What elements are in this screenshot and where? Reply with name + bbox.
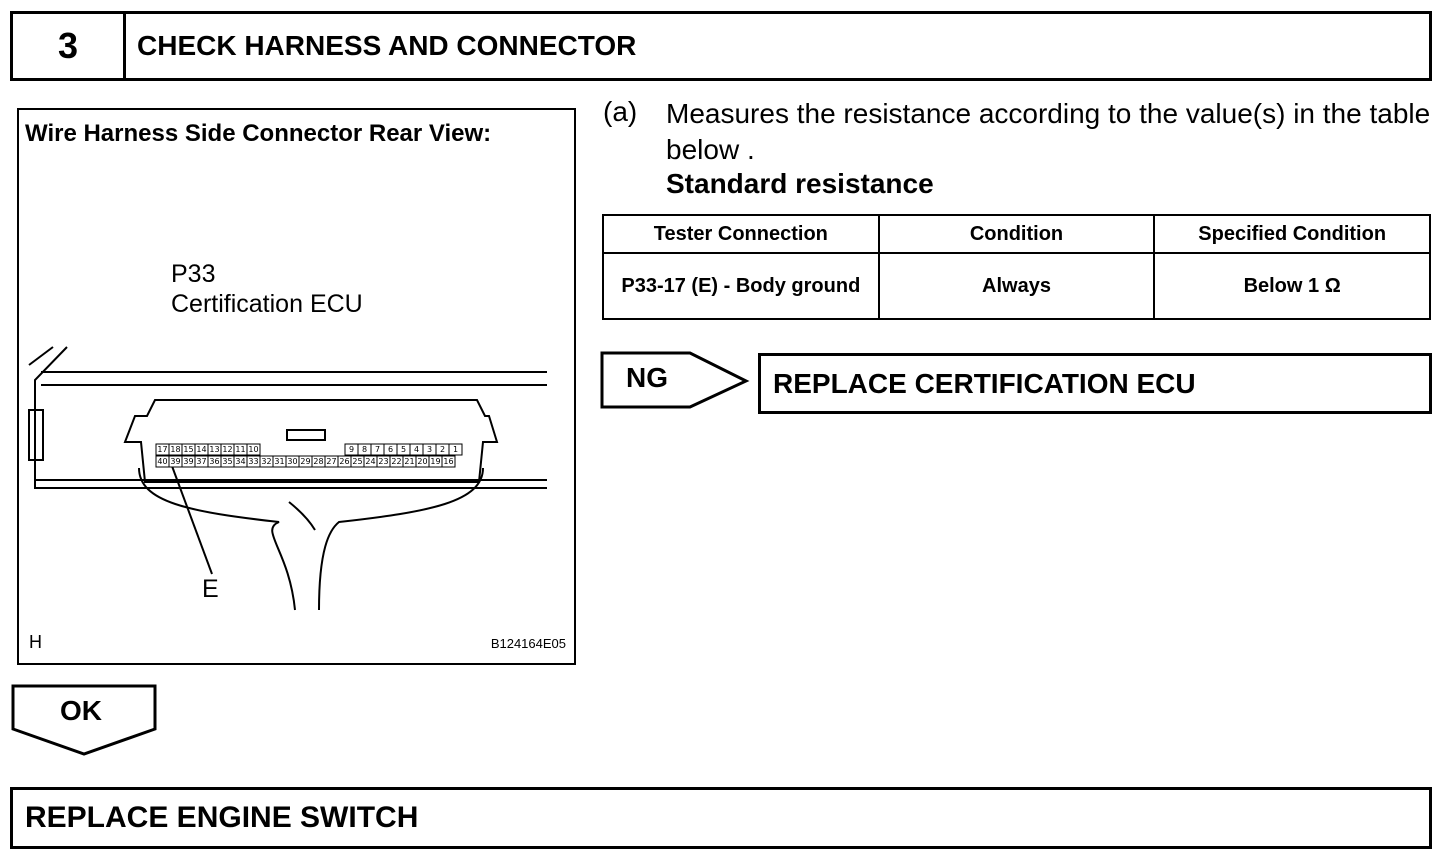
top-pin-label: 10 <box>248 445 258 454</box>
instruction-text: Measures the resistance according to the… <box>666 98 1431 165</box>
bottom-pin-label: 16 <box>443 457 453 466</box>
top-pin-label: 14 <box>196 445 206 454</box>
bottom-pin-label: 24 <box>365 457 375 466</box>
bottom-pin-label: 31 <box>274 457 284 466</box>
bottom-pin-label: 32 <box>261 457 271 466</box>
step-title: CHECK HARNESS AND CONNECTOR <box>137 30 637 61</box>
table-header-row: Tester Connection Condition Specified Co… <box>602 214 1431 254</box>
top-pin-label: 4 <box>414 445 419 454</box>
callout-leader <box>168 457 213 575</box>
bottom-pin-label: 27 <box>326 457 336 466</box>
bottom-pin-label: 20 <box>417 457 427 466</box>
resistance-table: Tester Connection Condition Specified Co… <box>602 214 1431 320</box>
instruction-letter: (a) <box>603 96 638 127</box>
top-pin-label: 5 <box>401 445 406 454</box>
connector-name: Certification ECU <box>171 290 363 318</box>
ng-result-box: REPLACE CERTIFICATION ECU <box>758 353 1432 414</box>
figure-corner-label: H <box>29 632 42 652</box>
figure-title: Wire Harness Side Connector Rear View: <box>25 120 492 147</box>
table-header-specified-condition: Specified Condition <box>1153 214 1431 254</box>
top-pin-label: 13 <box>209 445 219 454</box>
bottom-pin-label: 22 <box>391 457 401 466</box>
top-pin-label: 17 <box>157 445 167 454</box>
top-pin-label: 2 <box>440 445 445 454</box>
table-cell-specified-condition: Below 1 Ω <box>1153 252 1431 320</box>
bottom-pin-cell <box>441 455 456 468</box>
table-row: P33-17 (E) - Body ground Always Below 1 … <box>602 252 1431 320</box>
table-header-tester-connection: Tester Connection <box>602 214 880 254</box>
connector-body <box>123 399 499 483</box>
top-pin-label: 9 <box>349 445 354 454</box>
ok-result-text: REPLACE ENGINE SWITCH <box>25 801 419 834</box>
connector-code: P33 <box>171 260 216 288</box>
table-header-condition: Condition <box>877 214 1156 254</box>
top-pin-label: 7 <box>375 445 380 454</box>
bottom-pin-label: 33 <box>248 457 258 466</box>
step-number: 3 <box>13 14 126 78</box>
bottom-pin-label: 36 <box>209 457 219 466</box>
ng-arrow-icon <box>600 351 750 409</box>
top-pin-cell <box>448 443 463 456</box>
table-cell-condition: Always <box>877 252 1156 320</box>
top-pin-label: 18 <box>170 445 180 454</box>
bottom-pin-label: 40 <box>157 457 167 466</box>
top-pin-label: 12 <box>222 445 232 454</box>
bottom-pin-label: 21 <box>404 457 414 466</box>
harness-right <box>318 467 484 611</box>
top-pin-label: 3 <box>427 445 432 454</box>
callout-label: E <box>202 575 219 603</box>
figure-id: B124164E05 <box>490 636 566 651</box>
top-pin-label: 1 <box>453 445 458 454</box>
ng-label: NG <box>626 362 668 393</box>
top-pin-label: 11 <box>235 445 245 454</box>
bottom-pin-label: 28 <box>313 457 323 466</box>
ecu-housing-outline <box>34 346 547 489</box>
bottom-pin-label: 39 <box>183 457 193 466</box>
bottom-pin-label: 30 <box>287 457 297 466</box>
bottom-pin-label: 26 <box>339 457 349 466</box>
bottom-pin-label: 35 <box>222 457 232 466</box>
bottom-pin-label: 37 <box>196 457 206 466</box>
top-pin-cell <box>246 443 261 456</box>
harness-left <box>138 467 296 611</box>
step-header: 3 CHECK HARNESS AND CONNECTOR <box>10 11 1432 81</box>
bottom-pin-label: 39 <box>170 457 180 466</box>
ok-label: OK <box>60 695 102 726</box>
instruction-subheading: Standard resistance <box>666 168 934 199</box>
connector-lock <box>286 429 326 441</box>
top-pin-label: 8 <box>362 445 367 454</box>
table-cell-tester-connection: P33-17 (E) - Body ground <box>602 252 880 320</box>
ecu-side-tab <box>28 409 44 461</box>
ok-arrow-icon <box>11 684 157 756</box>
bottom-pin-label: 25 <box>352 457 362 466</box>
ecu-corner-line <box>28 346 54 366</box>
harness-mid <box>288 501 316 531</box>
bottom-pin-label: 23 <box>378 457 388 466</box>
ok-result-box: REPLACE ENGINE SWITCH <box>10 787 1432 849</box>
bottom-pin-label: 29 <box>300 457 310 466</box>
bottom-pin-label: 19 <box>430 457 440 466</box>
ng-result-text: REPLACE CERTIFICATION ECU <box>773 367 1196 399</box>
bottom-pin-label: 34 <box>235 457 245 466</box>
top-pin-label: 6 <box>388 445 393 454</box>
top-pin-label: 15 <box>183 445 193 454</box>
